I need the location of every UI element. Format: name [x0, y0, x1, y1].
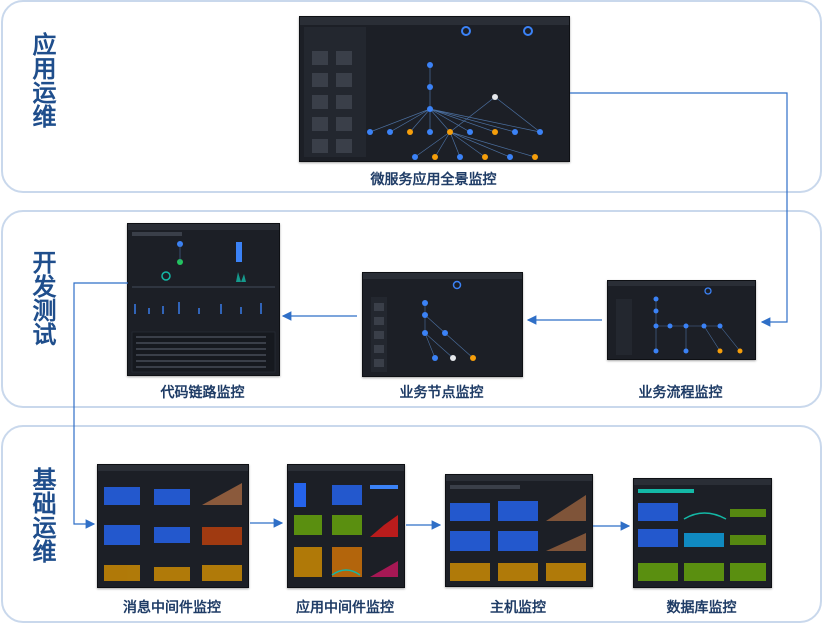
layer-base-title: 基础运维 — [19, 467, 59, 563]
app-mw-dashboard-illustration — [288, 465, 404, 587]
screenshot-code-trace — [127, 223, 280, 376]
caption-business-flow: 业务流程监控 — [607, 382, 754, 402]
screenshot-microservice-panorama — [299, 16, 570, 162]
trace-dashboard-illustration — [128, 224, 279, 375]
caption-app-middleware: 应用中间件监控 — [270, 597, 420, 617]
layer-ops-title: 应用运维 — [19, 32, 59, 128]
db-dashboard-illustration — [634, 479, 771, 587]
screenshot-database — [633, 478, 772, 588]
flow-graph-illustration — [608, 281, 755, 359]
caption-host: 主机监控 — [445, 597, 591, 617]
node-graph-illustration — [363, 273, 522, 376]
screenshot-host — [445, 474, 593, 587]
screenshot-business-flow — [607, 280, 756, 360]
screenshot-business-node — [362, 272, 523, 377]
host-dashboard-illustration — [446, 475, 592, 586]
caption-microservice-panorama: 微服务应用全景监控 — [299, 169, 568, 189]
layer-dev-title: 开发测试 — [19, 250, 59, 346]
caption-business-node: 业务节点监控 — [362, 382, 521, 402]
screenshot-message-middleware — [97, 464, 249, 588]
mq-dashboard-illustration — [98, 465, 248, 587]
caption-message-middleware: 消息中间件监控 — [92, 597, 252, 617]
screenshot-app-middleware — [287, 464, 405, 588]
topology-graph-illustration — [300, 17, 569, 161]
caption-database: 数据库监控 — [633, 597, 770, 617]
caption-code-trace: 代码链路监控 — [117, 382, 288, 402]
